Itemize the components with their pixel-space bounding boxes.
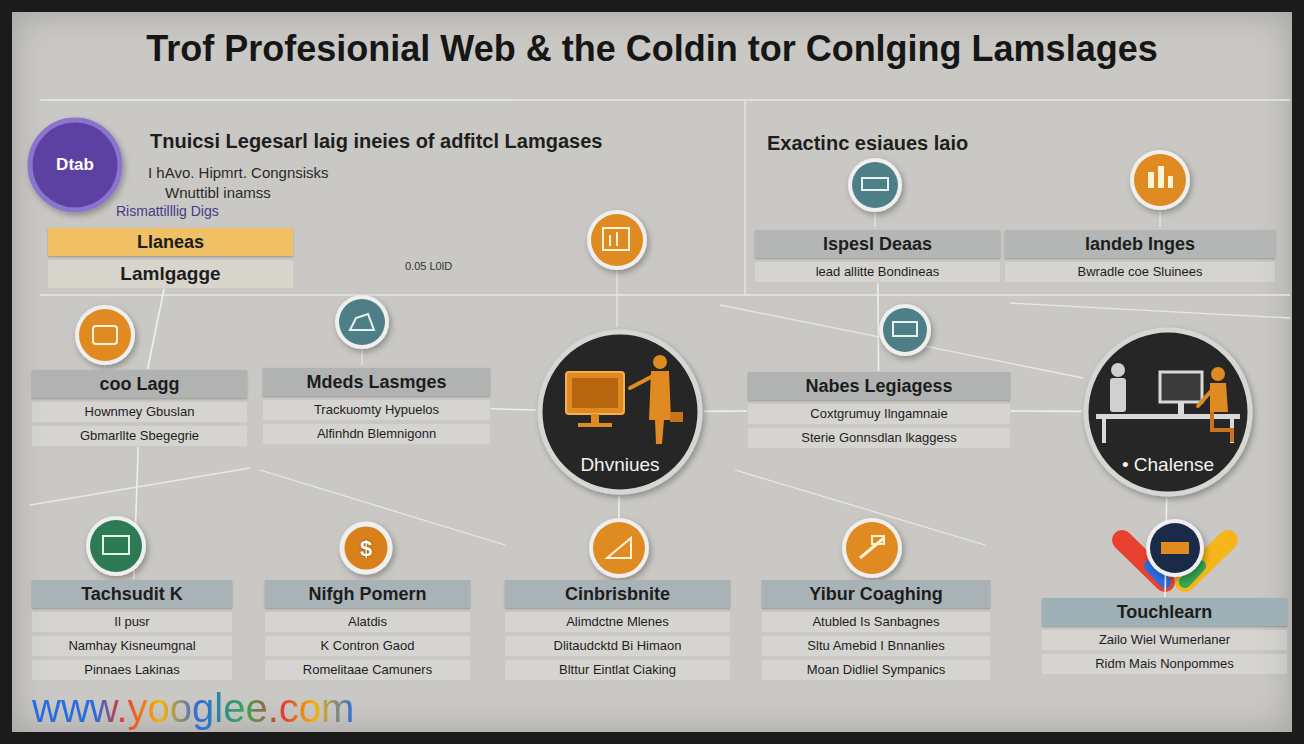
circle-node: $	[339, 521, 393, 575]
note-text: Rismattilllig Digs	[116, 204, 219, 219]
illustration	[566, 355, 683, 444]
band-box: Nifgh PomernAlatdis K Contron GaodRomelit…	[265, 580, 470, 680]
band-heading: Yibur Coaghing	[762, 580, 990, 608]
band-box: coo LaggHownmey GbuslanGbmarllte Sbegegr…	[32, 370, 247, 446]
band-body: Zailo Wiel Wumerlaner	[1042, 630, 1287, 650]
wire-line	[720, 305, 1083, 378]
band-body: Bwradle coe Sluinees	[1005, 262, 1275, 282]
divider-line	[744, 100, 745, 295]
band-heading: Nabes Legiagess	[748, 372, 1010, 400]
wire-line	[1159, 208, 1160, 227]
band-body: Pinnaes Lakinas	[32, 660, 232, 680]
circle-node: Dhvniues	[537, 329, 703, 495]
small-note: 0.05 L0lD	[405, 260, 452, 272]
orange-icon	[1130, 150, 1190, 210]
band-heading: coo Lagg	[32, 370, 247, 398]
circle-label: • Chalense	[1083, 452, 1253, 477]
band-box: LlaneasLamlgagge	[48, 228, 293, 288]
band-box: CinbrisbniteAlimdctne MlenesDlitaudcktd …	[505, 580, 730, 680]
circle-node: • Chalense	[1083, 327, 1253, 497]
orange-icon	[587, 210, 647, 270]
band-body: Coxtgrumuy Ilngamnaie	[748, 404, 1010, 424]
illustration	[1096, 363, 1240, 443]
connector-line	[491, 409, 536, 410]
connector-line	[1011, 410, 1082, 412]
band-box: Ispesl Deaas lead allitte Bondineas	[755, 230, 1000, 282]
band-body: K Contron Gaod	[265, 636, 470, 656]
circle-node: Dtab	[27, 117, 123, 213]
connector-line	[877, 283, 879, 371]
band-body: Blttur Eintlat Ciaking	[505, 660, 730, 680]
band-box: Mdeds LasmgesTrackuomty HypuelosAlfinhdn…	[263, 368, 490, 444]
band-heading: Nifgh Pomern	[265, 580, 470, 608]
band-heading: landeb Inges	[1005, 230, 1275, 258]
band-box: Nabes LegiagessCoxtgrumuy IlngamnaieSter…	[748, 372, 1010, 448]
band-body: Sltu Amebid I Bnnanlies	[762, 636, 990, 656]
heading-text: Exactinc esiaues laio	[767, 132, 968, 154]
note-text: Wnuttibl inamss	[165, 184, 271, 201]
band-heading: Llaneas	[48, 228, 293, 256]
band-body: Namhay Kisneumgnal	[32, 636, 232, 656]
band-heading: Touchlearn	[1042, 598, 1287, 626]
band-body: Romelitaae Camuners	[265, 660, 470, 680]
band-box: landeb IngesBwradle coe Sluinees	[1005, 230, 1275, 282]
wire-line	[616, 270, 617, 327]
note-text: I hAvo. Hipmrt. Congnsisks	[148, 164, 329, 181]
band-body: Sterie Gonnsdlan lkaggess	[748, 428, 1010, 448]
wire-line	[1010, 303, 1290, 318]
connector-line	[704, 410, 747, 412]
band-body: lead allitte Bondineas	[755, 262, 1000, 282]
wire-line	[874, 210, 875, 227]
watermark: www.yooglee.com	[32, 686, 354, 730]
divider-line	[40, 99, 1290, 100]
teal-icon	[335, 295, 389, 349]
heading-text: Tnuicsi Legesarl laig ineies of adfitcl …	[150, 130, 602, 152]
band-body: Moan Didliel Sympanics	[762, 660, 990, 680]
band-body: Atubled Is Sanbagnes	[762, 612, 990, 632]
orange-icon	[842, 518, 902, 578]
band-body: Alimdctne Mlenes	[505, 612, 730, 632]
orange-icon	[589, 518, 649, 578]
diagram-title: Trof Profesionial Web & the Coldin tor C…	[0, 28, 1304, 70]
band-body: Trackuomty Hypuelos	[263, 400, 490, 420]
orange-icon	[75, 305, 135, 365]
teal-icon	[879, 304, 931, 356]
band-body: Gbmarllte Sbegegrie	[32, 426, 247, 446]
band-heading: Cinbrisbnite	[505, 580, 730, 608]
circle-label: Dhvniues	[537, 452, 703, 477]
band-heading: Tachsudit K	[32, 580, 232, 608]
band-body: Lamlgagge	[48, 260, 293, 288]
circle-label: $	[339, 534, 393, 563]
connector-line	[148, 289, 165, 369]
band-heading: Mdeds Lasmges	[263, 368, 490, 396]
green-icon	[86, 516, 146, 576]
band-body: Hownmey Gbuslan	[32, 402, 247, 422]
circle-label: Dtab	[27, 154, 123, 176]
band-box: Tachsudit K Il pusrNamhay KisneumgnalPinn…	[32, 580, 232, 680]
band-body: Alatdis	[265, 612, 470, 632]
band-body: Il pusr	[32, 612, 232, 632]
divider-line	[40, 294, 1290, 295]
band-body: Dlitaudcktd Bi Himaon	[505, 636, 730, 656]
band-heading: Ispesl Deaas	[755, 230, 1000, 258]
band-body: Alfinhdn Blemnigonn	[263, 424, 490, 444]
band-box: Yibur CoaghingAtubled Is SanbagnesSltu A…	[762, 580, 990, 680]
wire-line	[361, 347, 362, 365]
band-box: TouchlearnZailo Wiel WumerlanerRidm Mais…	[1042, 598, 1287, 674]
teal-icon	[848, 158, 902, 212]
navy-icon	[1146, 519, 1204, 577]
band-body: Ridm Mais Nonpommes	[1042, 654, 1287, 674]
wire-line	[30, 468, 250, 505]
